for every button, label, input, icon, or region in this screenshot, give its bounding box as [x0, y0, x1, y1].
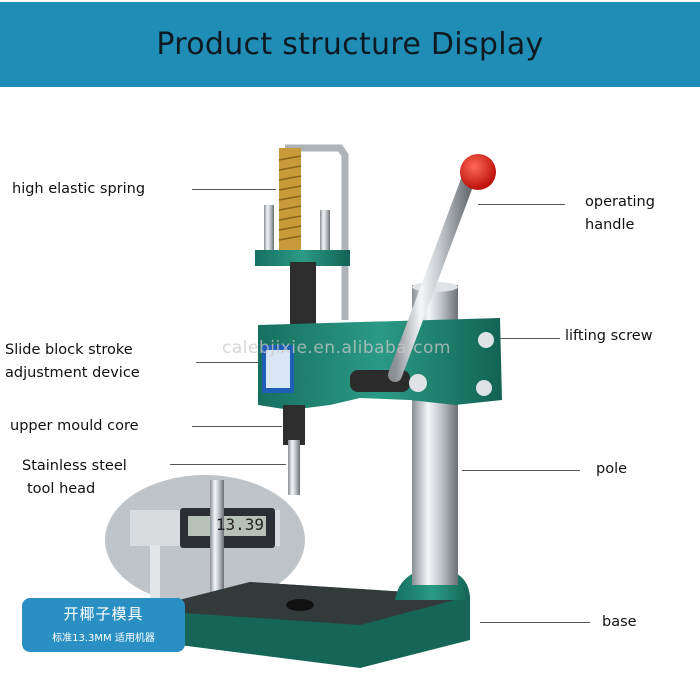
leader-line — [478, 204, 565, 205]
leader-line — [192, 189, 276, 190]
promo-subtitle: 标准13.3MM 适用机器 — [52, 633, 155, 644]
leader-line — [170, 464, 286, 465]
leader-line — [196, 362, 258, 363]
label-handle-2: handle — [585, 217, 635, 233]
page-title: Product structure Display — [156, 27, 544, 62]
leader-line — [462, 470, 580, 471]
tool-head — [288, 440, 300, 495]
leader-line — [192, 426, 282, 427]
red-knob — [460, 154, 496, 190]
label-slide-1: Slide block stroke — [5, 342, 133, 358]
label-tool-2: tool head — [27, 481, 96, 497]
watermark: calebjixie.en.alibaba.com — [222, 338, 451, 358]
label-handle-1: operating — [585, 194, 655, 210]
spring — [279, 148, 301, 258]
caliper-reading: 13.39 — [215, 515, 264, 534]
label-upper-core: upper mould core — [10, 418, 139, 434]
label-spring: high elastic spring — [12, 181, 146, 197]
label-tool-1: Stainless steel — [22, 458, 127, 474]
leader-line — [500, 338, 560, 339]
header-banner: Product structure Display — [0, 2, 700, 87]
promo-badge: 开椰子模具 标准13.3MM 适用机器 — [22, 598, 185, 652]
label-pole: pole — [596, 461, 628, 477]
operating-handle — [388, 173, 475, 382]
label-base: base — [602, 614, 637, 630]
label-slide-2: adjustment device — [5, 365, 140, 381]
leader-line — [480, 622, 590, 623]
machine-head — [258, 318, 502, 410]
label-lifting-screw: lifting screw — [565, 328, 653, 344]
caliper-inset — [105, 475, 305, 605]
promo-title: 开椰子模具 — [63, 605, 144, 623]
